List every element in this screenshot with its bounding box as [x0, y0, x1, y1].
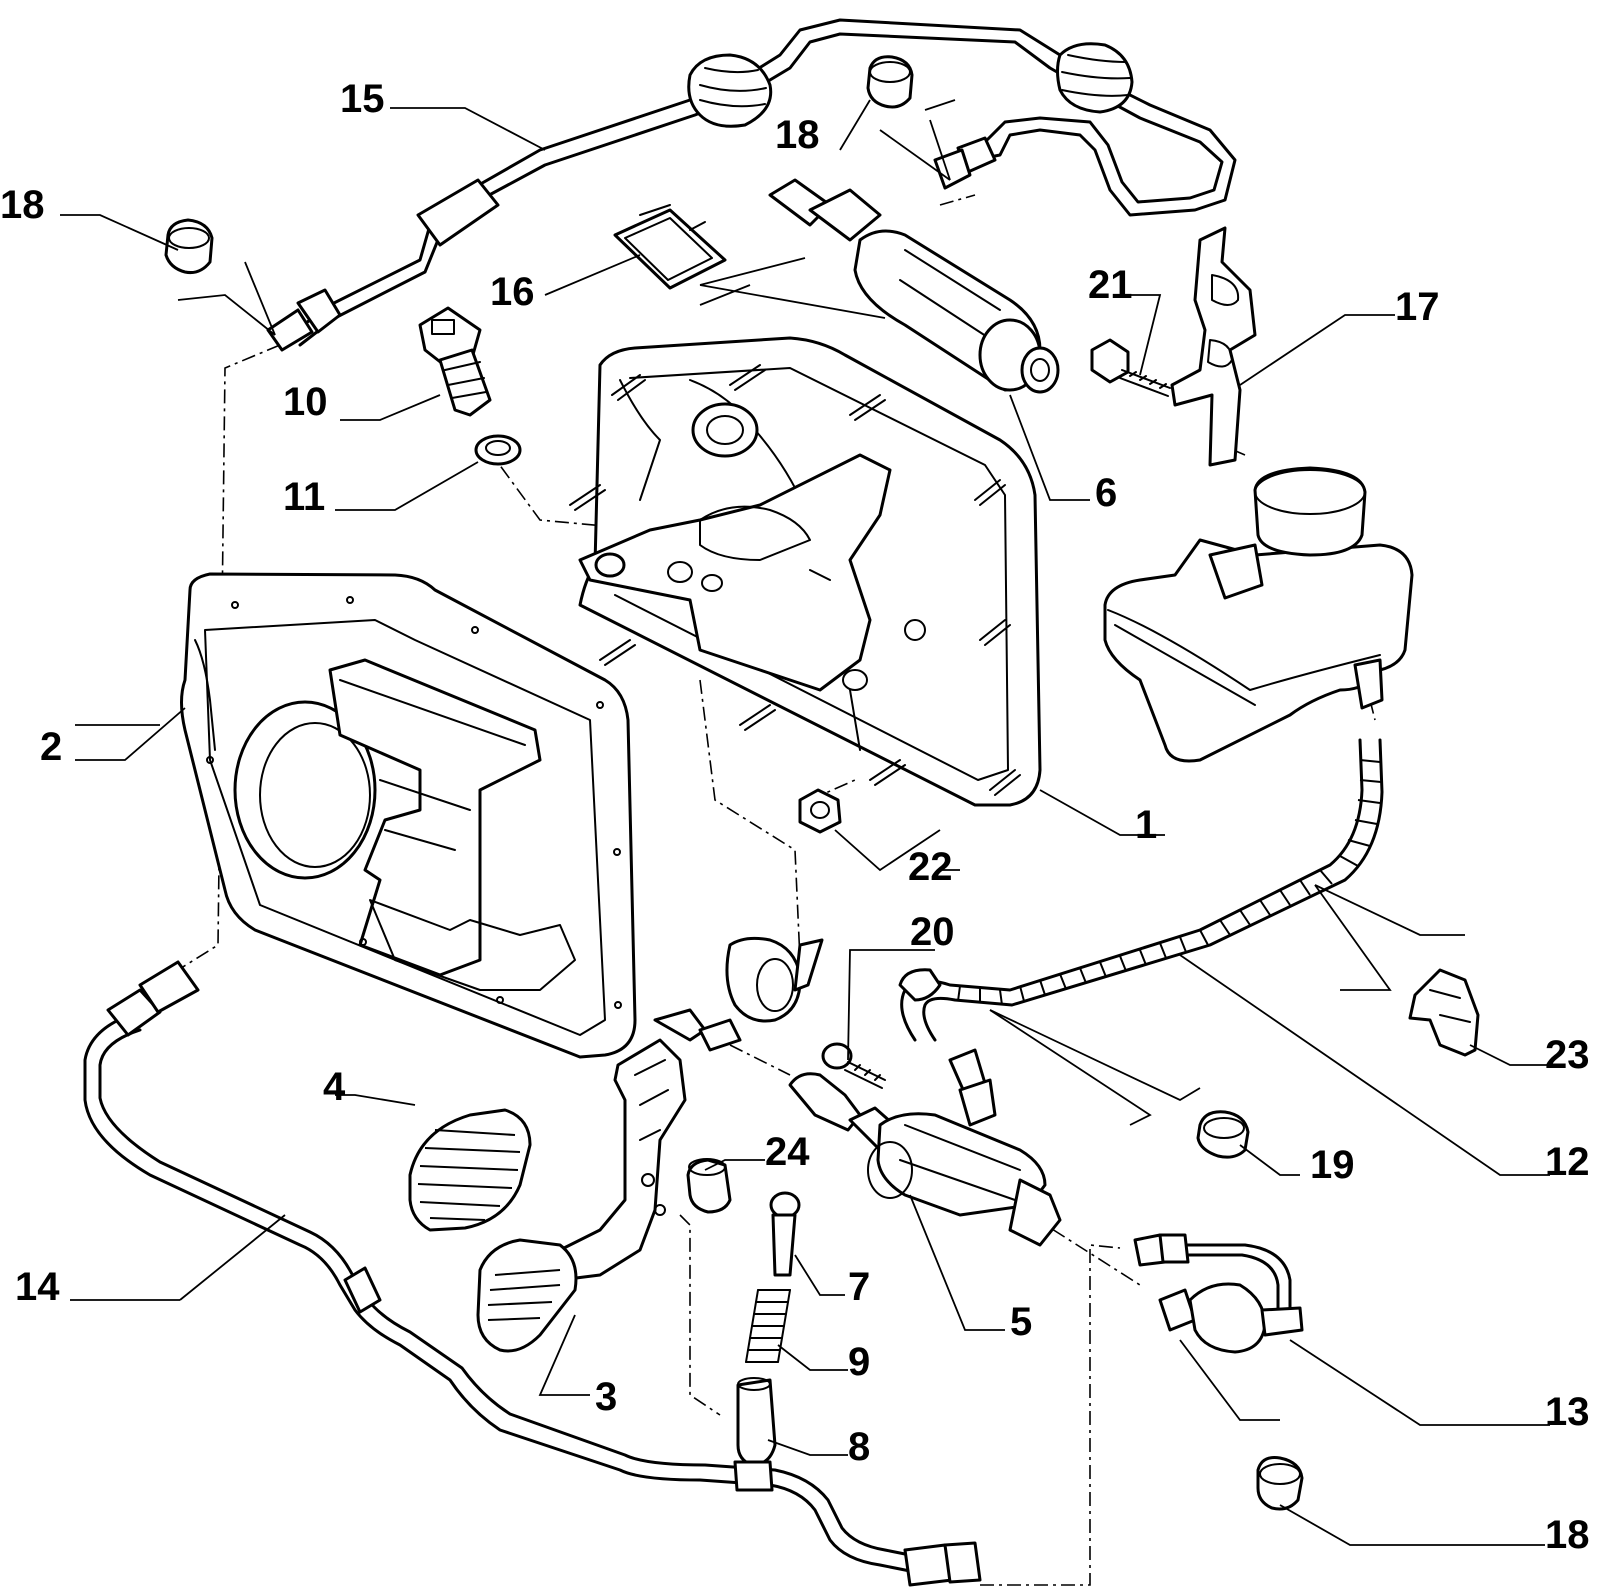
bush-24 [686, 1158, 732, 1214]
callout-14: 14 [15, 1265, 60, 1309]
spring-9 [745, 1289, 791, 1363]
master-cylinder-6 [768, 178, 1060, 394]
bulkhead-plate-2 [180, 572, 637, 1059]
callout-3: 3 [595, 1375, 617, 1419]
fluid-reservoir [1103, 466, 1414, 763]
pedal-arm-3 [476, 936, 824, 1353]
callout-15: 15 [340, 77, 385, 121]
callout-6: 6 [1095, 471, 1117, 515]
callout-7: 7 [848, 1265, 870, 1309]
grommet-18-bottom [1256, 1456, 1304, 1511]
screw-20 [821, 1042, 886, 1089]
callout-18-bottom: 18 [1545, 1513, 1590, 1557]
grommet-18-left [164, 218, 214, 274]
callout-4: 4 [323, 1065, 346, 1109]
callout-8: 8 [848, 1425, 870, 1469]
callout-18-left: 18 [0, 183, 45, 227]
pushrod-7 [769, 1191, 801, 1277]
clutch-pipe-lower [83, 960, 982, 1587]
callout-24: 24 [765, 1130, 810, 1174]
callout-17: 17 [1395, 285, 1440, 329]
callout-21: 21 [1088, 263, 1133, 307]
bolt-21 [1090, 338, 1171, 397]
nut-22 [798, 788, 842, 834]
callout-2: 2 [40, 725, 62, 769]
mounting-plate-1 [569, 336, 1042, 807]
pedal-pad-4 [408, 1108, 532, 1232]
leader-lines [60, 99, 1550, 1546]
bracket-17 [1170, 226, 1257, 467]
callouts: 1 2 3 4 5 6 7 8 9 10 11 12 13 14 15 16 1… [0, 77, 1590, 1557]
callout-5: 5 [1010, 1300, 1032, 1344]
grommet-18-top [866, 55, 914, 109]
callout-13: 13 [1545, 1390, 1590, 1434]
callout-10: 10 [283, 380, 328, 424]
callout-19: 19 [1310, 1143, 1355, 1187]
seal-11 [474, 434, 522, 466]
callout-20: 20 [910, 910, 955, 954]
callout-18-top: 18 [775, 113, 820, 157]
cylinder-5 [788, 1072, 1062, 1247]
sleeve-8 [736, 1377, 777, 1467]
callout-16: 16 [490, 270, 535, 314]
grommet-19 [1196, 1110, 1250, 1159]
callout-23: 23 [1545, 1033, 1590, 1077]
callout-11: 11 [283, 475, 325, 519]
callout-1: 1 [1135, 803, 1157, 847]
clip-23 [1408, 968, 1480, 1057]
pipe-13 [1133, 1233, 1304, 1354]
switch-10 [418, 306, 492, 417]
callout-12: 12 [1545, 1140, 1590, 1184]
cover-16 [613, 204, 727, 290]
callout-9: 9 [848, 1340, 870, 1384]
callout-22: 22 [908, 845, 953, 889]
clutch-pipe-upper [266, 18, 1237, 352]
